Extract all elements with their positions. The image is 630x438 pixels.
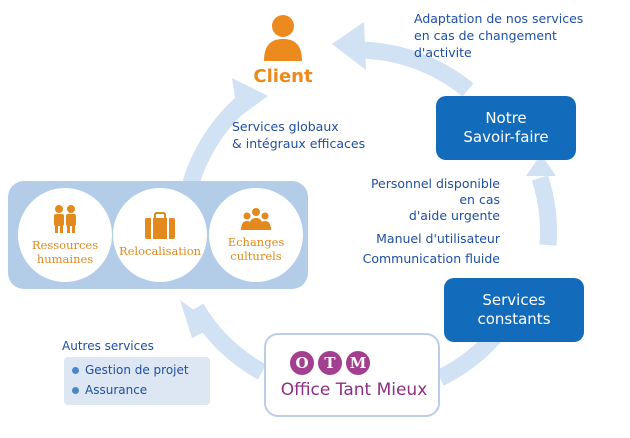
brand-letter-m: M [346, 351, 370, 375]
suitcase-icon [145, 212, 175, 239]
brand-box [264, 333, 440, 417]
circle-label-echanges: Echanges culturels [227, 235, 285, 263]
adaptation-line-2: en cas de changement [414, 28, 557, 43]
adaptation-line-1: Adaptation de nos services [414, 11, 584, 26]
services-constants-line-2: constants [477, 310, 551, 328]
support-line-1: Personnel disponible [370, 176, 500, 191]
list-item-label: Gestion de projet [85, 363, 189, 377]
bullet-icon [72, 366, 79, 374]
services-globaux-text: Services globaux & intégraux efficaces [232, 118, 392, 152]
communication-text: Communication fluide [362, 251, 500, 266]
arrow-savoir-to-services [531, 175, 557, 246]
bullet-icon [72, 386, 79, 394]
services-globaux-line-1: Services globaux [232, 119, 339, 134]
list-item-label: Assurance [85, 383, 148, 397]
support-line-3: d'aide urgente [408, 208, 500, 223]
services-constants-line-1: Services [482, 291, 546, 309]
client-label: Client [253, 66, 313, 87]
brand-letter-o: O [290, 351, 314, 375]
adaptation-text: Adaptation de nos services en cas de cha… [414, 10, 624, 61]
group-icon [241, 208, 271, 230]
support-line-2: en cas [459, 192, 500, 207]
manual-text: Manuel d'utilisateur [376, 231, 500, 246]
adaptation-line-3: d'activite [414, 45, 472, 60]
support-text: Personnel disponible en cas d'aide urgen… [350, 176, 500, 224]
savoir-faire-line-2: Savoir-faire [463, 128, 549, 146]
circle-relocalisation: Relocalisation [113, 188, 207, 282]
people-icon [54, 205, 76, 233]
savoir-faire-box: Notre Savoir-faire [436, 96, 576, 160]
autres-services-list [64, 357, 210, 405]
circle-label-reloc: Relocalisation [118, 244, 202, 258]
list-item: Assurance [72, 383, 147, 397]
savoir-faire-line-1: Notre [485, 109, 527, 127]
person-icon [264, 15, 302, 61]
services-constants-box: Services constants [444, 278, 584, 342]
arrow-client-to-savoir [357, 41, 474, 97]
autres-services-title: Autres services [62, 339, 154, 353]
circle-ressources-humaines: Ressources humaines [18, 188, 112, 282]
brand-name: Office Tant Mieux [280, 380, 428, 400]
circle-echanges-culturels: Echanges culturels [209, 188, 303, 282]
services-globaux-line-2: & intégraux efficaces [232, 136, 366, 151]
brand-letter-t: T [318, 351, 342, 375]
list-item: Gestion de projet [72, 363, 189, 377]
circle-label-rh: Ressources humaines [31, 238, 99, 266]
